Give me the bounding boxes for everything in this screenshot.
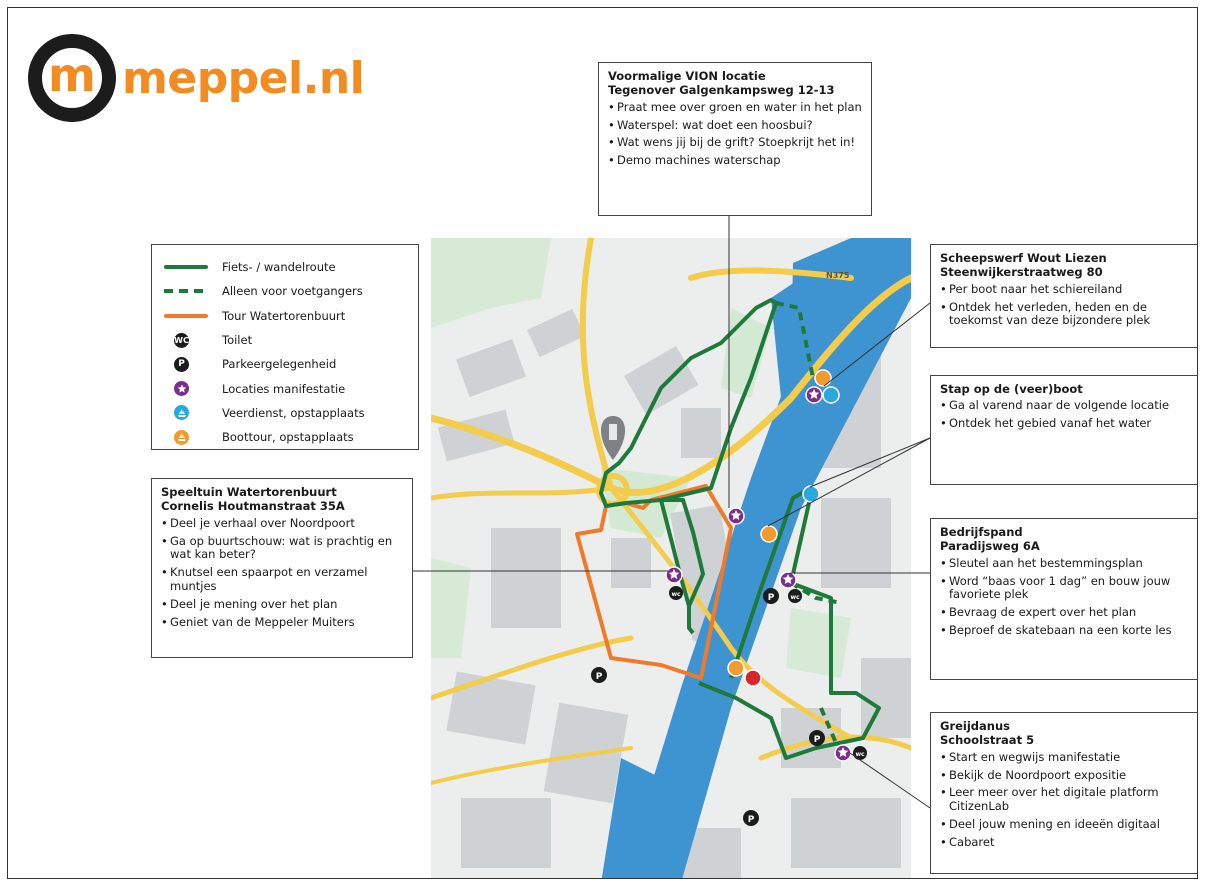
solid-orange-line-icon: [164, 313, 208, 318]
road-label-n375: N375: [826, 271, 850, 280]
legend-row-tour: Tour Watertorenbuurt: [164, 304, 408, 328]
callout-scheepswerf[interactable]: Scheepswerf Wout Liezen Steenwijkerstraa…: [930, 244, 1197, 348]
ferry-icon[interactable]: [802, 485, 820, 503]
parking-icon[interactable]: [743, 810, 759, 826]
wc-icon: WC: [174, 332, 189, 348]
ferry-icon[interactable]: [822, 386, 840, 404]
legend-label: Tour Watertorenbuurt: [222, 308, 346, 323]
callout-bullet: Word “baas voor 1 dag” en bouw jouw favo…: [940, 574, 1189, 603]
callout-bullet: Ga op buurtschouw: wat is prachtig en wa…: [161, 534, 404, 563]
legend-row-ferry: Veerdienst, opstapplaats: [164, 401, 408, 425]
star-icon: [174, 381, 189, 397]
callout-bullet: Ontdek het verleden, heden en de toekoms…: [940, 300, 1189, 329]
legend-row-route: Fiets- / wandelroute: [164, 255, 408, 279]
callout-bullet: Bekijk de Noordpoort expositie: [940, 768, 1189, 783]
callout-bullet: Knutsel een spaarpot en verzamel muntjes: [161, 565, 404, 594]
callout-bullet: Ga al varend naar de volgende locatie: [940, 399, 1189, 413]
callout-bullet: Beproef de skatebaan na een korte les: [940, 623, 1189, 638]
boat-tour-icon: [174, 429, 189, 445]
boat-tour-icon[interactable]: [760, 525, 778, 543]
parking-icon: P: [174, 356, 189, 372]
poster-frame: m meppel.nl: [7, 7, 1198, 879]
legend-row-boat-tour: Boottour, opstapplaats: [164, 425, 408, 449]
legend-label: Locaties manifestatie: [222, 381, 346, 396]
dashed-green-line-icon: [164, 289, 208, 294]
wc-icon[interactable]: [788, 589, 802, 603]
map-legend: Fiets- / wandelroute Alleen voor voetgan…: [151, 244, 419, 450]
parking-icon[interactable]: [809, 730, 825, 746]
callout-veerboot[interactable]: Stap op de (veer)boot Ga al varend naar …: [930, 375, 1197, 485]
legend-label: Parkeergelegenheid: [222, 357, 337, 372]
callout-bullet: Per boot naar het schiereiland: [940, 282, 1189, 297]
callout-bullet: Deel je mening over het plan: [161, 597, 404, 612]
callout-title: Stap op de (veer)boot: [940, 382, 1083, 396]
callout-bullet: Geniet van de Meppeler Muiters: [161, 615, 404, 630]
legend-row-pedestrian: Alleen voor voetgangers: [164, 279, 408, 303]
parking-icon[interactable]: [591, 667, 607, 683]
parking-icon[interactable]: [763, 588, 779, 604]
callout-bullet: Cabaret: [940, 835, 1189, 850]
svg-text:wc: wc: [671, 591, 681, 598]
svg-text:P: P: [596, 672, 603, 682]
solid-green-line-icon: [164, 265, 208, 270]
legend-row-parking: P Parkeergelegenheid: [164, 352, 408, 376]
logo-text: meppel.nl: [122, 52, 365, 104]
callout-speeltuin[interactable]: Speeltuin Watertorenbuurt Cornelis Houtm…: [151, 478, 413, 658]
svg-text:P: P: [748, 815, 755, 825]
callout-bullet: Wat wens jij bij de grift? Stoepkrijt he…: [608, 136, 863, 150]
callout-bullet: Deel je verhaal over Noordpoort: [161, 516, 404, 531]
callout-bullet: Leer meer over het digitale platform Cit…: [940, 786, 1189, 814]
callout-bullet: Sleutel aan het bestemmingsplan: [940, 556, 1189, 571]
callout-bullet: Demo machines waterschap: [608, 153, 863, 168]
legend-row-locations: Locaties manifestatie: [164, 376, 408, 400]
svg-text:wc: wc: [790, 594, 800, 601]
ferry-icon: [174, 405, 189, 421]
callout-title: Greijdanus Schoolstraat 5: [940, 719, 1035, 748]
callout-title: Speeltuin Watertorenbuurt Cornelis Houtm…: [161, 485, 345, 514]
legend-label: Fiets- / wandelroute: [222, 260, 336, 275]
callout-bullet: Praat mee over groen en water in het pla…: [608, 100, 863, 115]
boat-tour-icon[interactable]: [727, 659, 745, 677]
legend-label: Veerdienst, opstapplaats: [222, 405, 365, 420]
logo-mark-letter: m: [48, 48, 96, 102]
callout-bullet: Start en wegwijs manifestatie: [940, 750, 1189, 765]
svg-text:wc: wc: [855, 751, 865, 758]
callout-vion[interactable]: Voormalige VION locatie Tegenover Galgen…: [598, 62, 872, 216]
logo-mark-icon: m: [28, 34, 116, 122]
legend-label: Boottour, opstapplaats: [222, 430, 354, 445]
legend-label: Alleen voor voetgangers: [222, 284, 363, 299]
callout-bullet: Ontdek het gebied vanaf het water: [940, 416, 1189, 431]
callout-title: Scheepswerf Wout Liezen Steenwijkerstraa…: [940, 251, 1107, 280]
harbour-icon[interactable]: [744, 669, 762, 687]
meppel-logo[interactable]: m meppel.nl: [28, 30, 365, 126]
callout-title: Bedrijfspand Paradijsweg 6A: [940, 525, 1040, 554]
legend-label: Toilet: [222, 333, 253, 348]
callout-bullet: Bevraag de expert over het plan: [940, 605, 1189, 620]
callout-bedrijfspand[interactable]: Bedrijfspand Paradijsweg 6A Sleutel aan …: [930, 518, 1197, 680]
svg-text:P: P: [814, 735, 821, 745]
svg-text:P: P: [768, 593, 775, 603]
callout-title: Voormalige VION locatie Tegenover Galgen…: [608, 69, 835, 98]
boat-tour-icon[interactable]: [814, 369, 832, 387]
wc-icon[interactable]: [669, 586, 683, 600]
callout-greijdanus[interactable]: Greijdanus Schoolstraat 5 Start en wegwi…: [930, 712, 1197, 874]
water-tower-icon: [600, 416, 626, 460]
callout-bullet: Waterspel: wat doet een hoosbui?: [608, 118, 863, 133]
callout-bullet: Deel jouw mening en ideeën digitaal: [940, 817, 1189, 832]
map-area[interactable]: N375: [431, 238, 911, 878]
legend-row-toilet: WC Toilet: [164, 328, 408, 352]
